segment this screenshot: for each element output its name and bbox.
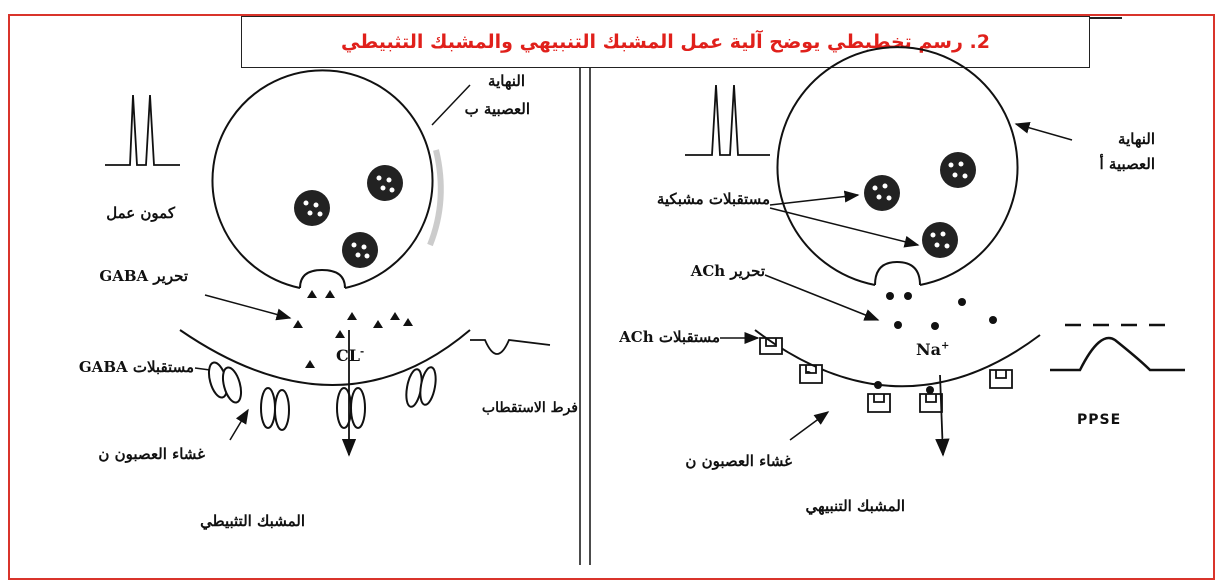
action-potential-label: كمون عمل <box>106 204 175 222</box>
nerve-terminal-a <box>776 46 1019 286</box>
gaba-molecules <box>293 290 413 368</box>
vesicle <box>367 165 403 201</box>
vesicle-arrow <box>769 190 860 206</box>
figure-title: 2. رسم تخطيطي يوضح آلية عمل المشبك التنب… <box>340 31 990 53</box>
vesicle <box>940 152 976 188</box>
vesicle <box>294 190 330 226</box>
vesicle <box>864 175 900 211</box>
terminal-pointer <box>431 84 471 126</box>
membrane-label: غشاء العصبون ن <box>98 445 205 463</box>
hyperpolarization-label: فرط الاستقطاب <box>481 400 578 416</box>
ach-molecules <box>804 292 997 394</box>
gaba-receptors-label: مستقبلات GABA <box>78 358 194 376</box>
receptor-pointer <box>194 367 211 371</box>
terminal-shading <box>427 149 444 247</box>
terminal-arrow <box>1014 121 1073 141</box>
gaba-release-label: تحرير GABA <box>99 267 188 285</box>
nerve-ending-b-label-line2: العصبية ب <box>464 100 530 118</box>
inhibitory-synapse <box>105 69 551 457</box>
release-arrow <box>204 294 292 321</box>
excitatory-synapse <box>685 46 1185 457</box>
nerve-ending-a-label-line2: العصبية أ <box>1099 155 1155 173</box>
ach-release-label: تحرير ACh <box>690 262 765 280</box>
ach-receptors <box>759 337 1013 413</box>
excitatory-synapse-label: المشبك التنبيهي <box>805 497 905 515</box>
ach-receptors-label: مستقبلات ACh <box>619 328 720 346</box>
exocytosis-pocket <box>299 268 346 289</box>
nerve-ending-a-label-line1: النهاية <box>1118 130 1155 148</box>
membrane-label: غشاء العصبون ن <box>685 452 792 470</box>
figure-frame <box>8 14 1215 580</box>
nerve-terminal-b <box>211 69 434 289</box>
hyperpolarization-trace <box>470 339 551 355</box>
na-ion-label: Na+ <box>916 340 950 359</box>
vesicle-arrow <box>769 207 920 248</box>
ppse-label: PPSE <box>1077 412 1122 428</box>
vesicle <box>922 222 958 258</box>
inhibitory-synapse-label: المشبك التثبيطي <box>200 512 305 530</box>
release-arrow <box>764 274 880 321</box>
action-potential-trace <box>105 94 180 166</box>
vesicle <box>342 232 378 268</box>
vesicles-label: مستقبلات مشبكية <box>656 190 770 208</box>
action-potential-trace <box>685 84 770 156</box>
gaba-receptor-channels <box>207 361 437 431</box>
exocytosis-pocket <box>874 260 921 286</box>
na-ion-arrow <box>935 374 950 457</box>
cl-ion-label: CL- <box>336 346 365 365</box>
membrane-arrow <box>789 411 830 441</box>
postsynaptic-membrane <box>179 329 471 386</box>
epsp-trace <box>1050 336 1185 372</box>
nerve-ending-b-label-line1: النهاية <box>488 72 525 90</box>
postsynaptic-membrane <box>754 329 1041 388</box>
membrane-arrow <box>229 408 249 441</box>
title-rule <box>1090 17 1122 19</box>
